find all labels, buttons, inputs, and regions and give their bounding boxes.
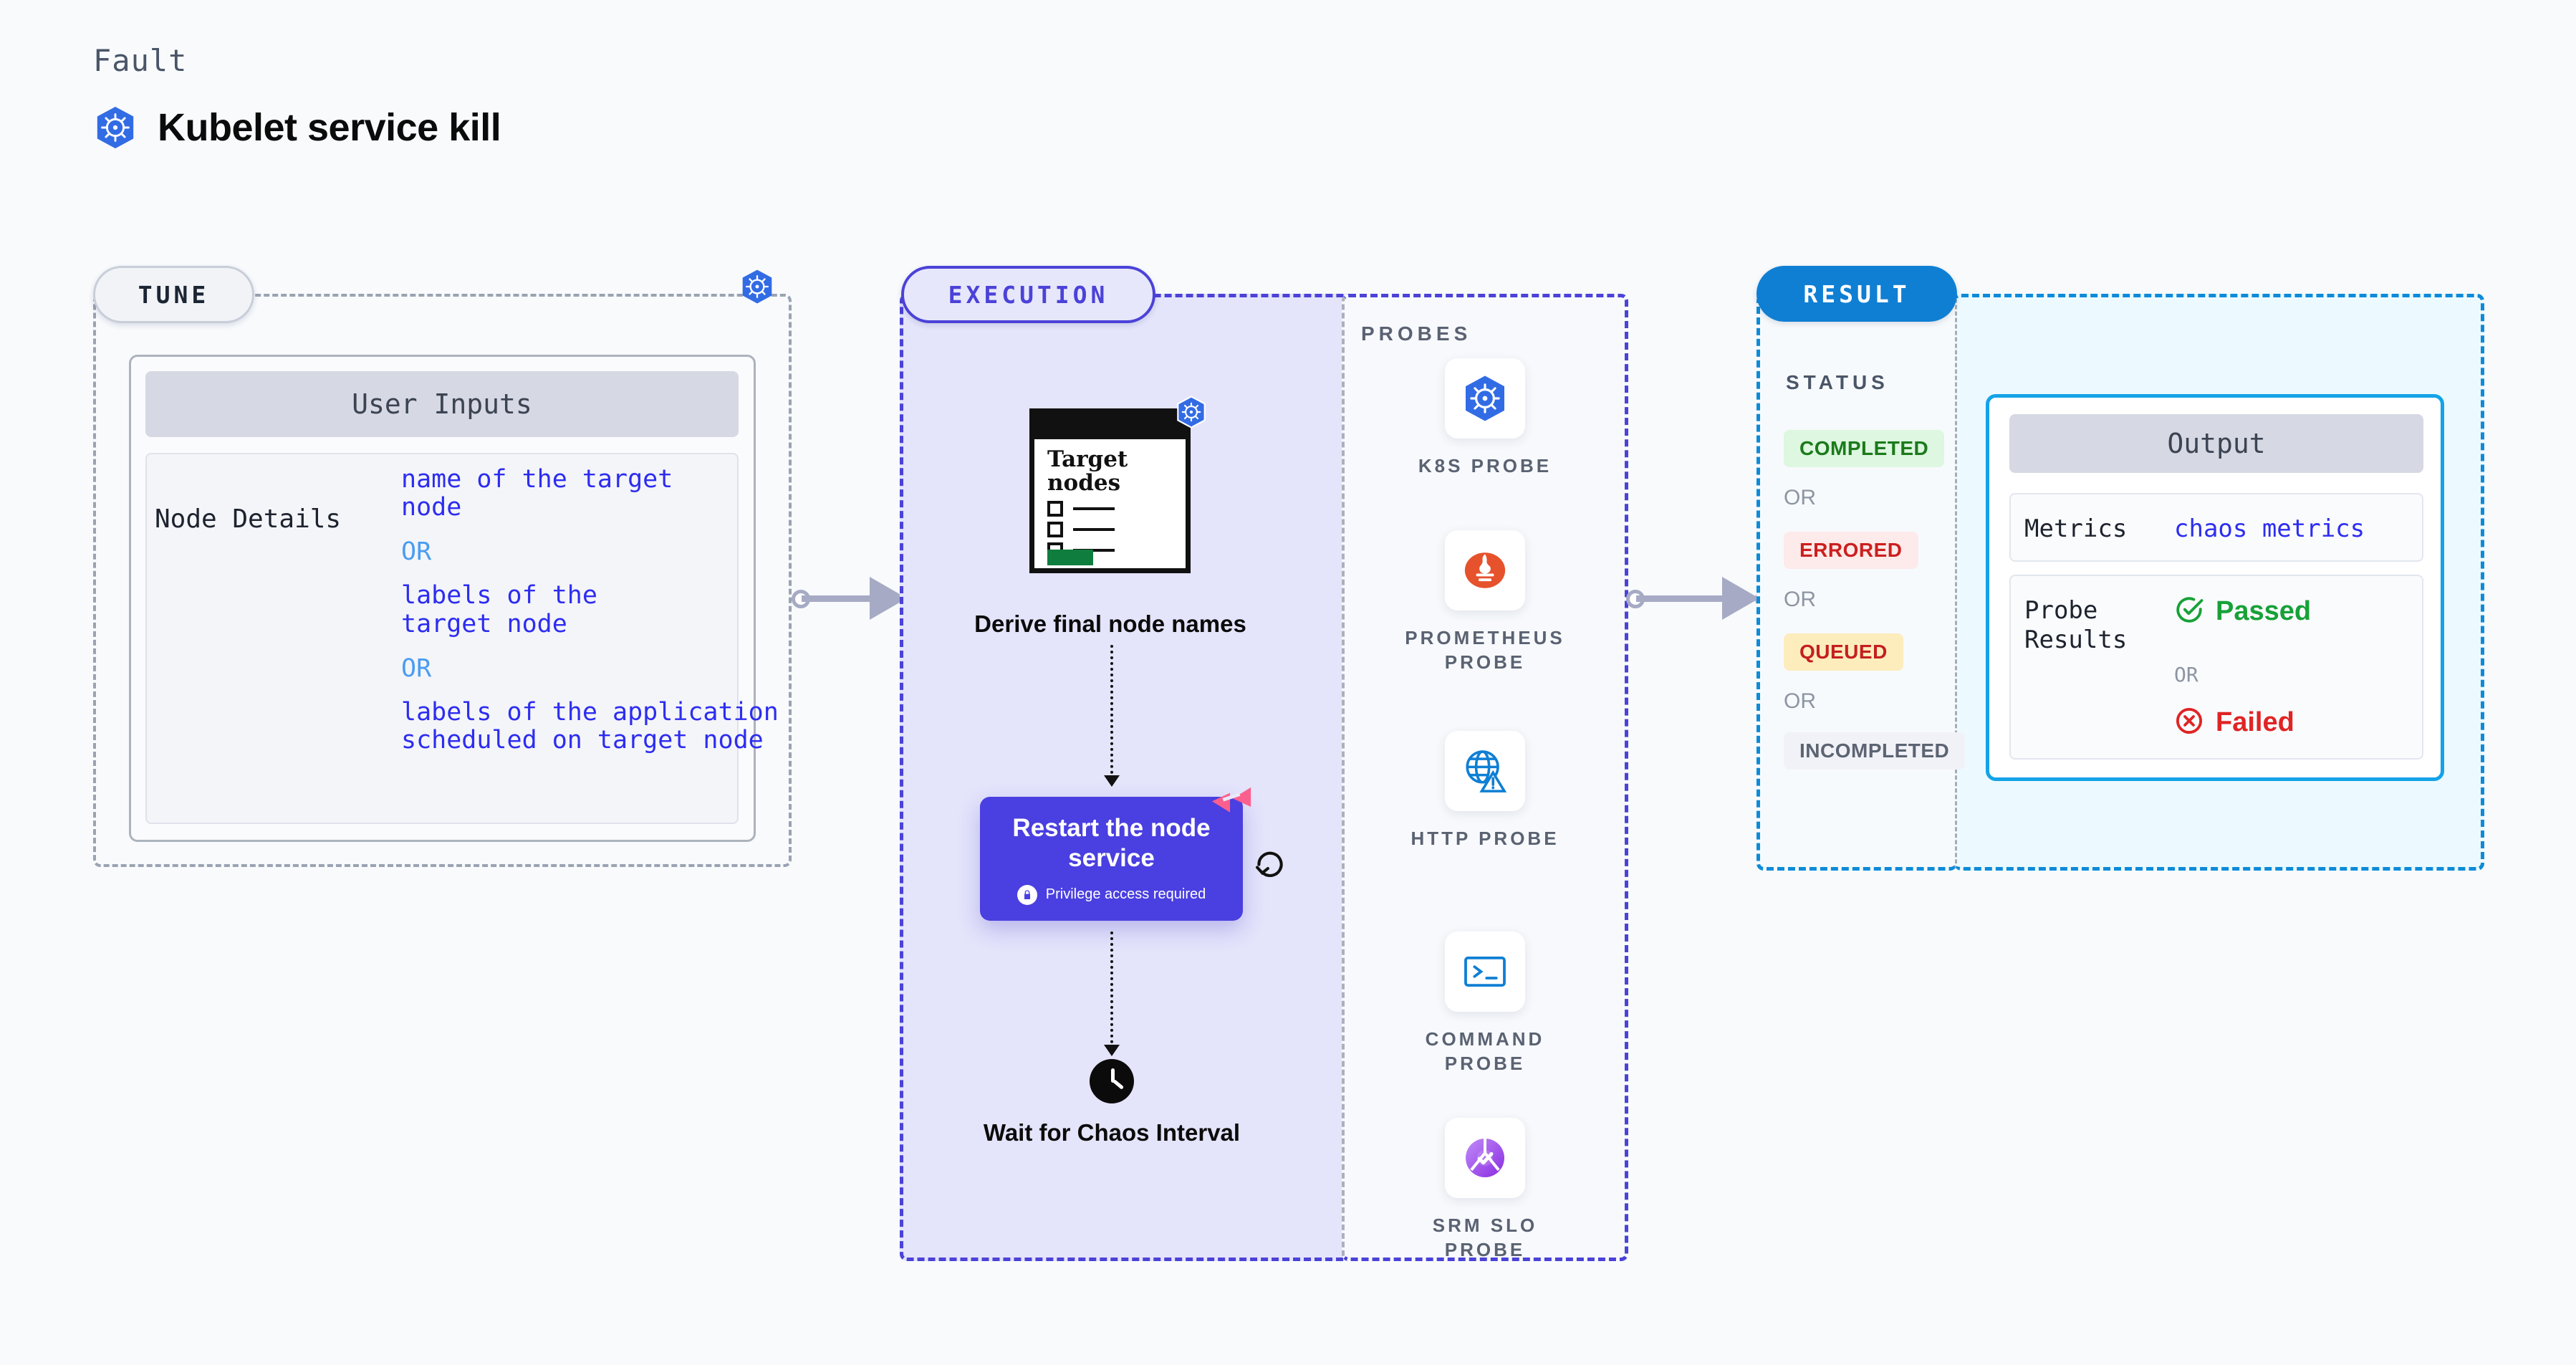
status-badge-errored: ERRORED — [1784, 532, 1918, 569]
failed-label: Failed — [2216, 707, 2294, 737]
loop-icon — [1252, 846, 1288, 885]
check-circle-icon — [2174, 595, 2204, 628]
probe-item-prometheus[interactable]: PROMETHEUS PROBE — [1399, 530, 1571, 675]
kubernetes-icon — [93, 105, 138, 150]
connector-tune-to-execution — [792, 577, 921, 620]
node-details-key: Node Details — [155, 504, 342, 534]
document-icon: Target nodes — [1029, 408, 1191, 573]
user-inputs-header: User Inputs — [145, 371, 739, 437]
probe-results-row — [2009, 575, 2423, 760]
restart-node-service-card[interactable]: Restart the node service Privilege acces… — [980, 797, 1243, 921]
document-list-line — [1047, 522, 1115, 537]
probe-item-k8s[interactable]: K8S PROBE — [1399, 358, 1571, 479]
action-title: Restart the node service — [1012, 813, 1211, 872]
clock-icon — [1090, 1059, 1134, 1103]
kubernetes-icon — [1175, 396, 1208, 432]
derive-node-graphic: Target nodes — [1029, 408, 1191, 573]
node-detail-value: name of the target node — [401, 465, 673, 522]
metrics-value[interactable]: chaos metrics — [2174, 514, 2365, 543]
probe-label: SRM SLO PROBE — [1432, 1215, 1538, 1260]
action-subtitle-row: Privilege access required — [1017, 884, 1206, 905]
probe-label: PROMETHEUS PROBE — [1405, 627, 1565, 673]
metrics-row — [2009, 493, 2423, 562]
node-detail-value: labels of the application scheduled on t… — [401, 697, 779, 755]
srm-slo-icon — [1445, 1118, 1525, 1198]
probe-result-passed: Passed — [2174, 595, 2311, 628]
or-separator: OR — [2174, 663, 2198, 686]
execution-badge[interactable]: EXECUTION — [901, 266, 1155, 323]
kubernetes-icon — [1445, 358, 1525, 439]
or-separator: OR — [401, 537, 432, 567]
probe-label: COMMAND PROBE — [1425, 1028, 1545, 1074]
node-detail-value: labels of the target node — [401, 581, 597, 638]
probe-result-failed: Failed — [2174, 706, 2294, 739]
connector-execution-to-result — [1626, 577, 1774, 620]
status-badge-completed: COMPLETED — [1784, 430, 1945, 467]
prometheus-icon — [1445, 530, 1525, 610]
page-title: Kubelet service kill — [158, 106, 501, 149]
or-separator: OR — [1784, 689, 1816, 713]
status-badge-incompleted: INCOMPLETED — [1784, 732, 1966, 770]
status-badge-queued: QUEUED — [1784, 633, 1903, 671]
probe-label: K8S PROBE — [1418, 455, 1552, 476]
metrics-key: Metrics — [2024, 514, 2128, 543]
output-header: Output — [2009, 414, 2423, 473]
harness-chaos-icon — [1209, 783, 1254, 831]
document-list-line — [1047, 501, 1115, 517]
lock-icon — [1017, 884, 1037, 905]
probe-item-http[interactable]: HTTP PROBE — [1399, 731, 1571, 851]
derive-node-label: Derive final node names — [974, 610, 1246, 637]
flow-arrow — [1104, 645, 1120, 787]
terminal-icon — [1445, 931, 1525, 1012]
document-progress-bar — [1047, 550, 1093, 565]
node-details-values: name of the target node OR labels of the… — [401, 465, 779, 770]
probes-title: PROBES — [1361, 322, 1472, 345]
document-title: Target nodes — [1047, 446, 1128, 496]
title-row: Kubelet service kill — [93, 105, 501, 150]
result-badge[interactable]: RESULT — [1756, 266, 1957, 322]
user-inputs-body — [145, 453, 739, 824]
status-label: STATUS — [1786, 371, 1889, 393]
kubernetes-icon — [739, 269, 775, 308]
x-circle-icon — [2174, 706, 2204, 739]
document-titlebar — [1034, 413, 1186, 439]
or-separator: OR — [1784, 588, 1816, 611]
or-separator: OR — [401, 653, 432, 683]
probe-label: HTTP PROBE — [1410, 828, 1559, 849]
page-header: Fault Kubelet service kill — [93, 43, 501, 150]
globe-warning-icon — [1445, 731, 1525, 811]
probe-item-srm-slo[interactable]: SRM SLO PROBE — [1399, 1118, 1571, 1263]
action-subtitle: Privilege access required — [1045, 886, 1206, 902]
probe-item-command[interactable]: COMMAND PROBE — [1399, 931, 1571, 1076]
tune-badge[interactable]: TUNE — [93, 266, 254, 323]
eyebrow-label: Fault — [93, 43, 188, 78]
tune-panel — [93, 294, 792, 867]
wait-chaos-interval-label: Wait for Chaos Interval — [983, 1119, 1241, 1146]
flow-arrow — [1104, 931, 1120, 1056]
passed-label: Passed — [2216, 596, 2312, 626]
probe-results-key: Probe Results — [2024, 596, 2128, 654]
or-separator: OR — [1784, 486, 1816, 509]
